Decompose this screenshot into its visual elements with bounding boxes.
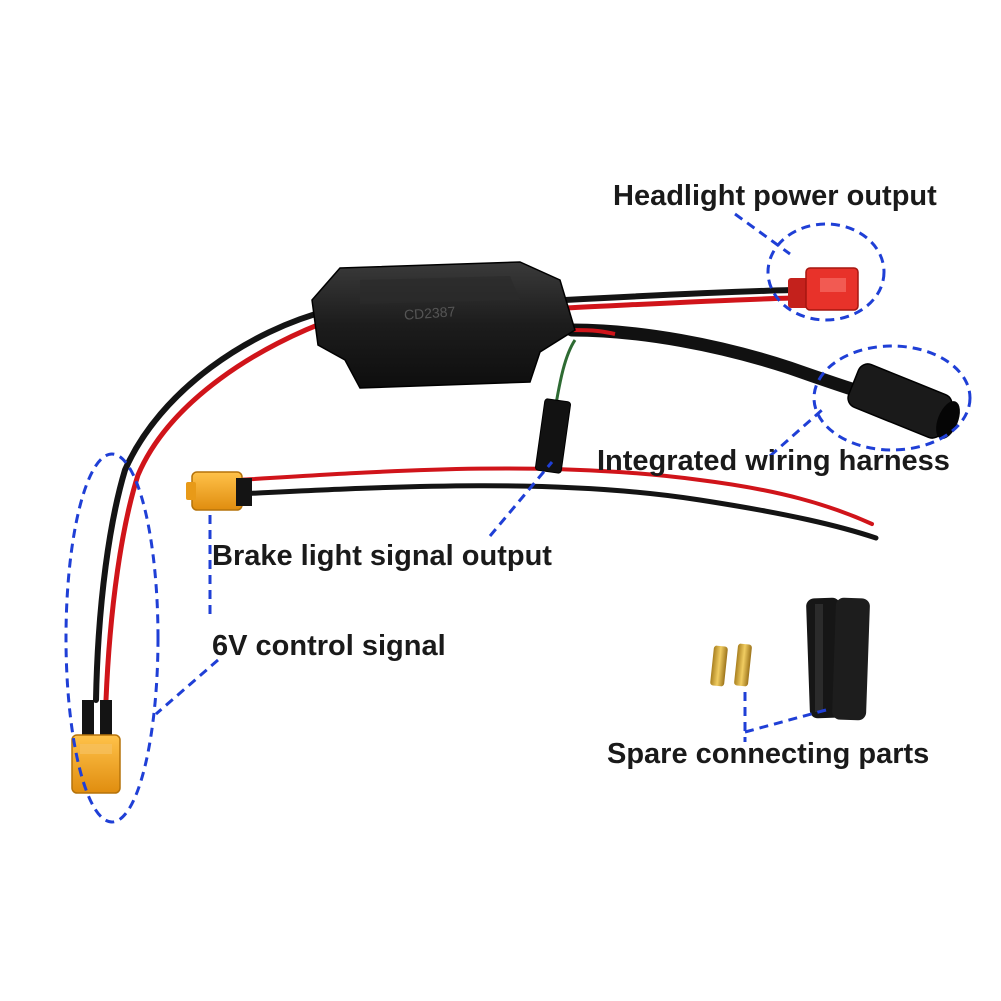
control-signal-wires [93,307,339,703]
headlight-callout-ellipse [766,222,886,322]
harness-cable [553,323,887,411]
spare-brass-tubes [710,643,752,687]
headlight-connector [788,267,859,311]
harness-barrel-connector [847,363,960,439]
harness-callout-line [769,408,823,458]
control-signal-label: 6V control signal [212,630,446,662]
brake-label: Brake light signal output [212,540,552,572]
spare-callout-line [743,692,827,742]
headlight-label: Headlight power output [613,180,937,212]
headlight-callout-line [734,212,791,256]
headlight-wires [562,287,795,311]
spare-parts-label: Spare connecting parts [607,738,930,770]
harness-callout-ellipse [812,344,972,452]
controller-module: CD2387 [311,261,576,389]
harness-label: Integrated wiring harness [597,445,950,477]
control-callout-line [155,658,219,716]
spare-heat-shrink [806,597,870,721]
brake-signal-connector [535,398,571,474]
callout-markings [64,212,972,824]
control-callout-ellipse [64,452,160,824]
brake-callout-line [488,461,554,537]
xt-connector-brake [186,471,252,511]
brake-signal-wires [235,466,879,541]
xt-connector-6v [71,700,121,794]
module-marking: CD2387 [403,303,456,323]
